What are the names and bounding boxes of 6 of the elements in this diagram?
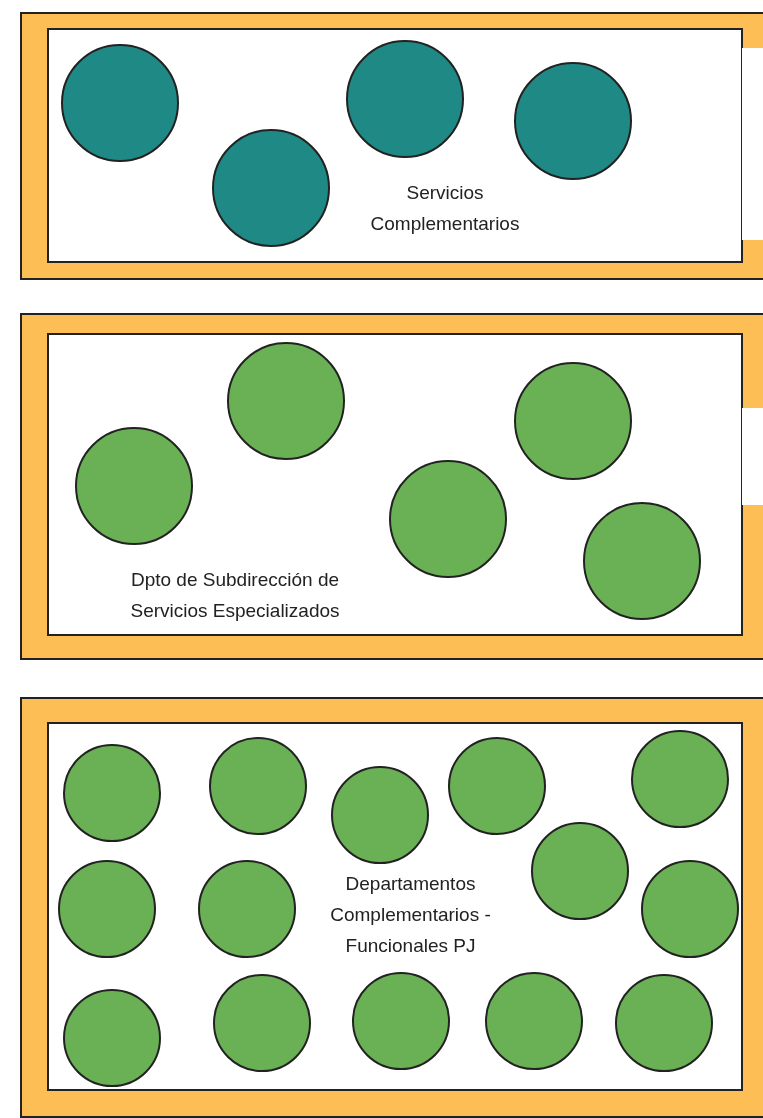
room-label: Departamentos Complementarios - Funcionales PJ: [329, 872, 492, 958]
room: [20, 697, 763, 1118]
room-label: Dpto de Subdirección de Servicios Especializados: [129, 568, 341, 623]
room: [20, 313, 763, 660]
room: [20, 12, 763, 280]
room-label: Servicios Complementarios: [369, 181, 521, 236]
